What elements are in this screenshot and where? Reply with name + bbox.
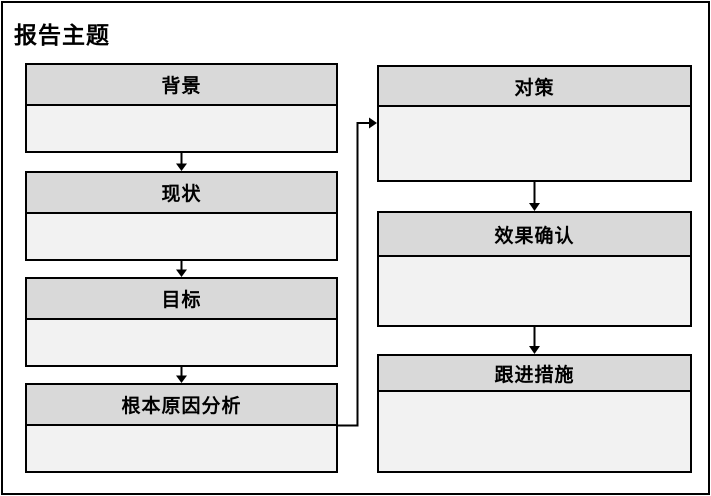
box-header-effect-confirmation: 效果确认 [379,213,690,257]
box-label-current-status: 现状 [161,184,202,205]
box-label-effect-confirmation: 效果确认 [494,225,575,247]
box-body-countermeasures [379,107,690,180]
box-body-goal [27,320,336,365]
box-label-countermeasures: 对策 [514,77,555,99]
box-header-goal: 目标 [27,279,336,320]
elbow-connector-arrow [338,117,377,427]
page-title: 报告主题 [14,22,110,48]
box-body-root-cause-analysis [27,426,336,471]
box-body-follow-up-measures [379,392,690,471]
down-arrow-3 [176,367,187,383]
flow-box-goal: 目标 [25,277,338,367]
box-body-effect-confirmation [379,257,690,325]
flow-box-countermeasures: 对策 [377,65,692,182]
box-body-current-status [27,214,336,259]
down-arrow-4 [529,182,540,211]
down-arrow-1 [176,153,187,171]
box-header-background: 背景 [27,65,336,106]
box-body-background [27,106,336,151]
box-header-current-status: 现状 [27,173,336,214]
flow-box-effect-confirmation: 效果确认 [377,211,692,327]
flow-box-background: 背景 [25,63,338,153]
down-arrow-2 [176,261,187,277]
box-label-goal: 目标 [161,290,202,311]
flow-box-current-status: 现状 [25,171,338,261]
box-header-follow-up-measures: 跟进措施 [379,356,690,392]
box-label-background: 背景 [161,76,202,97]
down-arrow-5 [529,327,540,354]
box-label-follow-up-measures: 跟进措施 [494,364,575,386]
flow-box-follow-up-measures: 跟进措施 [377,354,692,473]
box-header-root-cause-analysis: 根本原因分析 [27,385,336,426]
box-label-root-cause-analysis: 根本原因分析 [121,396,242,417]
flow-box-root-cause-analysis: 根本原因分析 [25,383,338,473]
box-header-countermeasures: 对策 [379,67,690,107]
